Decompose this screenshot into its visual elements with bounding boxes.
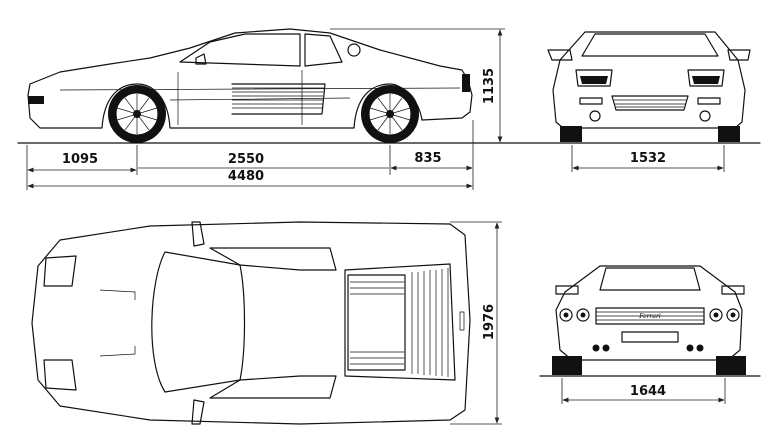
front-wheel [108, 85, 166, 143]
exhaust-pipes [592, 344, 704, 352]
side-mirror [195, 53, 207, 65]
fog-light-right [699, 110, 711, 122]
fog-light-left [589, 110, 601, 122]
dim-front-track: 1532 [630, 151, 666, 166]
side-strakes [231, 83, 326, 115]
headlights [575, 69, 725, 87]
front-tires [560, 126, 740, 142]
rear-body-outline [555, 265, 743, 361]
headlight-covers [43, 255, 77, 391]
dim-wheelbase: 2550 [228, 152, 264, 167]
side-view: 1135 1095 2550 835 4480 [17, 28, 761, 190]
rear-window [599, 267, 701, 291]
tail-lights [559, 308, 740, 322]
dim-height: 1135 [482, 68, 497, 104]
side-body-outline [27, 28, 473, 129]
top-body-outline [31, 221, 471, 425]
license-plate [621, 331, 679, 343]
rear-light [462, 74, 470, 92]
side-body-lines [59, 70, 461, 125]
fuel-cap [347, 43, 361, 57]
windshield-top [151, 251, 246, 393]
rear-window-top [347, 274, 406, 371]
side-window [179, 33, 301, 67]
dim-width: 1976 [482, 304, 497, 340]
rear-grille [595, 307, 705, 325]
front-grille [611, 95, 689, 111]
side-rear-quarter-window [304, 33, 343, 67]
rear-wheel [361, 85, 419, 143]
dim-front-overhang: 1095 [62, 152, 98, 167]
top-mirrors [191, 221, 205, 425]
front-body-outline [552, 31, 746, 129]
front-view: 1532 [547, 31, 751, 172]
front-mirrors [547, 49, 751, 61]
dim-rear-overhang: 835 [414, 151, 441, 166]
top-view: 1976 [31, 221, 502, 425]
rear-tires [552, 356, 746, 375]
rear-logo: Ferrari [638, 313, 661, 320]
engine-cover [344, 263, 456, 381]
rear-mirrors [555, 285, 745, 295]
rear-view: Ferrari 1644 [539, 265, 761, 404]
dim-overall-length: 4480 [228, 169, 264, 184]
side-glass-top [209, 247, 337, 399]
windshield [581, 33, 719, 57]
dim-rear-track: 1644 [630, 384, 666, 399]
front-light [28, 96, 44, 104]
